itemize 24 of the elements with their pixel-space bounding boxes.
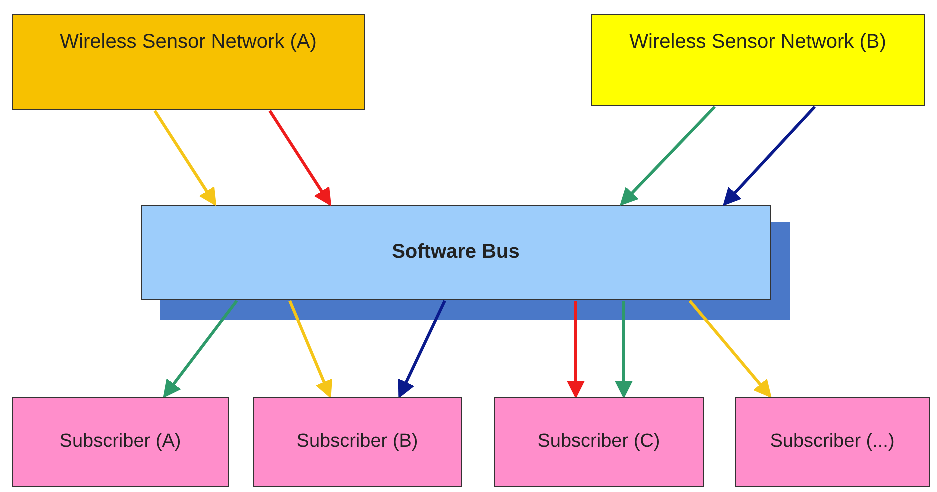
arrow xyxy=(688,300,772,398)
node-label: Subscriber (B) xyxy=(296,430,418,454)
process-box xyxy=(12,397,229,487)
node-label: Subscriber (C) xyxy=(538,430,660,454)
node-label: Wireless Sensor Network (B) xyxy=(630,30,886,55)
arrow xyxy=(154,110,217,207)
process-box xyxy=(253,397,462,487)
arrow xyxy=(398,300,446,399)
arrow xyxy=(268,110,332,207)
process-box xyxy=(494,397,704,487)
arrow xyxy=(722,106,816,206)
node-label: Subscriber (...) xyxy=(770,430,895,454)
process-box xyxy=(591,14,925,106)
node-label: Wireless Sensor Network (A) xyxy=(60,30,317,55)
process-box xyxy=(12,14,365,110)
node-label: Subscriber (A) xyxy=(60,430,182,454)
arrow xyxy=(620,106,716,206)
arrow xyxy=(163,300,238,398)
bus-box xyxy=(141,205,771,300)
arrow xyxy=(615,301,633,399)
arrow xyxy=(567,301,585,399)
process-box xyxy=(735,397,930,487)
arrow xyxy=(288,300,332,399)
node-label: Software Bus xyxy=(392,240,520,265)
